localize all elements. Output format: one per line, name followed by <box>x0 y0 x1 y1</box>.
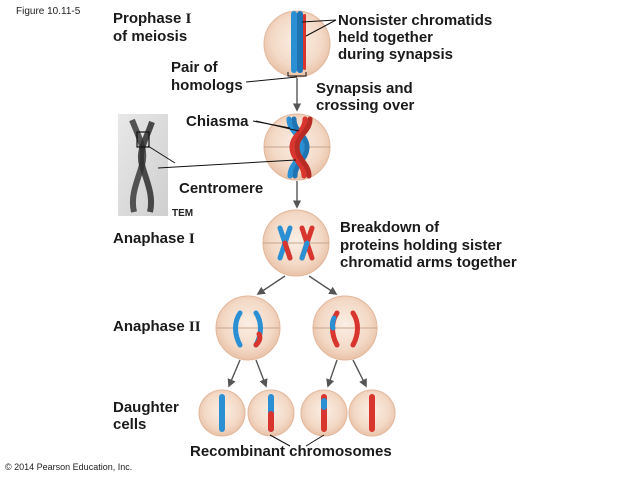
chiasma-box <box>136 131 150 148</box>
chromatid-red-b <box>294 116 313 179</box>
chromatid-blue-a <box>286 116 305 179</box>
label-recombinant: Recombinant chromosomes <box>190 443 392 460</box>
cell-synapsis <box>263 113 331 181</box>
label-centromere: Centromere <box>179 180 264 197</box>
flow-arrows <box>227 78 367 388</box>
stage-anaphase1-title: Anaphase I <box>113 230 195 248</box>
label-breakdown-line2: proteins holding sister <box>340 237 502 254</box>
stage-prophase-title: Prophase I <box>113 10 191 28</box>
chromatid-blue-b <box>291 116 310 179</box>
stage-daughter-line2: cells <box>113 416 147 433</box>
label-nonsister-line1: Nonsister chromatids <box>338 12 493 29</box>
chromatid-red-sliver <box>303 14 306 70</box>
daughter-cell-1 <box>198 389 246 437</box>
prophase-numeral: I <box>185 11 192 27</box>
cell-anaphase2-right <box>312 295 378 361</box>
label-synapsis-line1: Synapsis and <box>316 80 413 97</box>
daughter-cell-2 <box>247 389 295 437</box>
leader-lines <box>147 19 337 447</box>
label-pair-line1: Pair of <box>171 59 218 76</box>
copyright: © 2014 Pearson Education, Inc. <box>5 462 133 472</box>
chromatid-blue-1 <box>291 11 297 73</box>
anaphase1-numeral: I <box>188 231 195 247</box>
cell-anaphase2-left <box>215 295 281 361</box>
stage-anaphase2-title: Anaphase II <box>113 318 201 336</box>
stage-prophase-subtitle: of meiosis <box>113 28 188 45</box>
label-pair-line2: homologs <box>171 77 243 94</box>
anaphase2-numeral: II <box>188 319 201 335</box>
label-breakdown-line3: chromatid arms together <box>340 254 517 271</box>
label-tem: TEM <box>172 208 194 219</box>
label-chiasma: Chiasma <box>186 113 249 130</box>
label-synapsis-line2: crossing over <box>316 97 415 114</box>
label-breakdown-line1: Breakdown of <box>340 219 440 236</box>
prophase-word: Prophase <box>113 10 182 27</box>
label-nonsister-line2: held together <box>338 29 434 46</box>
cell-anaphase1 <box>262 209 330 277</box>
anaphase2-word: Anaphase <box>113 318 185 335</box>
tem-micrograph <box>118 114 168 216</box>
label-nonsister-line3: during synapsis <box>338 46 454 63</box>
anaphase1-word: Anaphase <box>113 230 185 247</box>
chromatid-blue-2 <box>297 11 303 73</box>
figure-label: Figure 10.11-5 <box>16 6 81 17</box>
chromatid-red-a <box>289 116 308 179</box>
daughter-cell-3 <box>300 389 348 437</box>
stage-daughter-line1: Daughter <box>113 399 179 416</box>
daughter-cell-4 <box>348 389 396 437</box>
